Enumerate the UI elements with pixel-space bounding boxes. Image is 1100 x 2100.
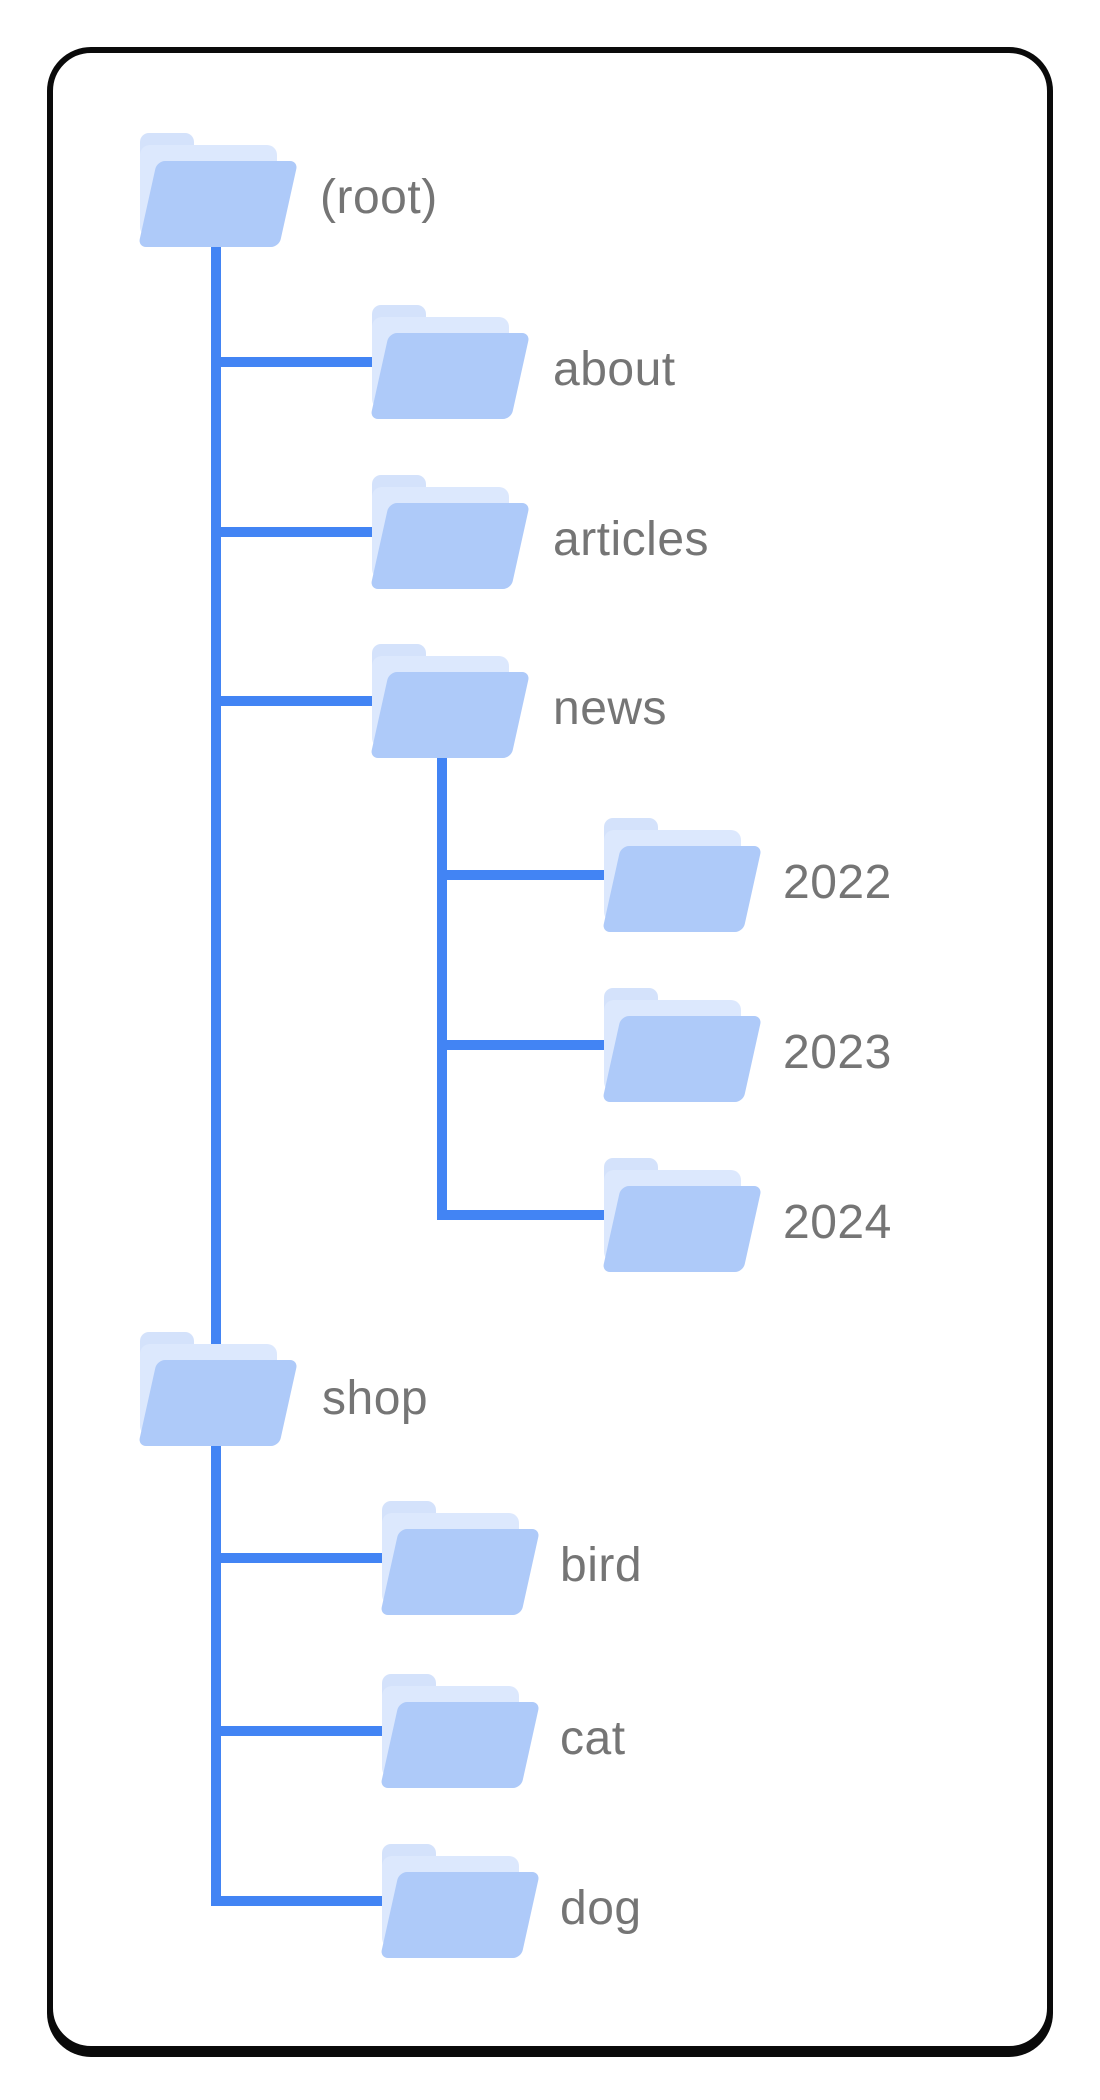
folder-front: [370, 503, 531, 589]
folder-icon: [370, 305, 531, 419]
tree-label-articles: articles: [553, 513, 710, 566]
tree-label-cat: cat: [560, 1712, 626, 1765]
connector-branch-about: [211, 357, 373, 367]
folder-front: [602, 846, 763, 932]
connector-branch-articles: [211, 527, 373, 537]
folder-icon: [380, 1844, 541, 1958]
connector-branch-2022: [437, 870, 605, 880]
connector-shop-trunk: [211, 1444, 221, 1906]
tree-node-cat: [380, 1674, 541, 1788]
folder-icon: [602, 988, 763, 1102]
tree-node-2024: [602, 1158, 763, 1272]
folder-front: [602, 1016, 763, 1102]
folder-icon: [380, 1501, 541, 1615]
tree-label-2023: 2023: [783, 1026, 892, 1079]
connector-root-trunk: [211, 246, 221, 1344]
tree-node-shop: [138, 1332, 299, 1446]
connector-branch-2023: [437, 1040, 605, 1050]
connector-branch-dog: [211, 1896, 383, 1906]
folder-icon: [138, 1332, 299, 1446]
folder-icon: [138, 133, 299, 247]
tree-node-bird: [380, 1501, 541, 1615]
tree-node-2022: [602, 818, 763, 932]
folder-front: [138, 161, 299, 247]
tree-label-about: about: [553, 343, 676, 396]
connector-news-trunk: [437, 752, 447, 1220]
tree-node-about: [370, 305, 531, 419]
tree-node-news: [370, 644, 531, 758]
folder-front: [370, 333, 531, 419]
tree-label-bird: bird: [560, 1539, 643, 1592]
tree-node-2023: [602, 988, 763, 1102]
tree-node-dog: [380, 1844, 541, 1958]
connector-branch-bird: [211, 1553, 383, 1563]
tree-label-dog: dog: [560, 1882, 642, 1935]
connector-branch-cat: [211, 1726, 383, 1736]
folder-front: [370, 672, 531, 758]
tree-label-news: news: [553, 682, 668, 735]
folder-icon: [370, 475, 531, 589]
tree-node-root: [138, 133, 299, 247]
tree-label-2024: 2024: [783, 1196, 892, 1249]
connector-branch-2024: [437, 1210, 605, 1220]
folder-front: [380, 1702, 541, 1788]
folder-front: [138, 1360, 299, 1446]
folder-icon: [602, 1158, 763, 1272]
folder-front: [380, 1529, 541, 1615]
folder-front: [602, 1186, 763, 1272]
folder-icon: [602, 818, 763, 932]
folder-icon: [380, 1674, 541, 1788]
tree-label-root: (root): [320, 171, 438, 224]
tree-label-shop: shop: [322, 1372, 429, 1425]
tree-label-2022: 2022: [783, 856, 892, 909]
folder-icon: [370, 644, 531, 758]
connector-branch-news: [211, 696, 373, 706]
tree-node-articles: [370, 475, 531, 589]
folder-front: [380, 1872, 541, 1958]
